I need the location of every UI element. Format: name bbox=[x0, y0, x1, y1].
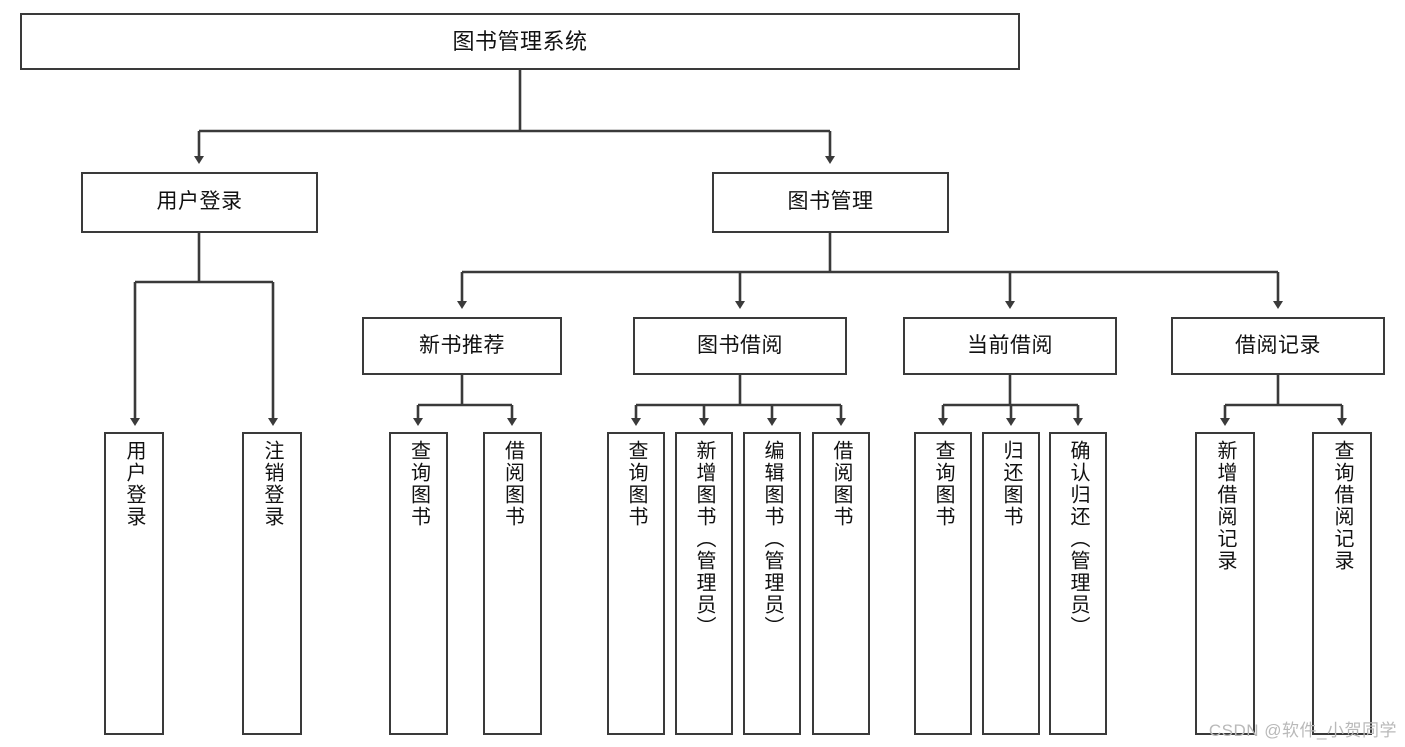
node-label: 编辑图书（管理员） bbox=[761, 440, 783, 638]
leaf-query-book-current[interactable]: 查询图书 bbox=[914, 432, 972, 735]
node-label: 查询图书 bbox=[625, 440, 647, 528]
node-label: 注销登录 bbox=[261, 440, 283, 528]
leaf-logout[interactable]: 注销登录 bbox=[242, 432, 302, 735]
node-label: 借阅图书 bbox=[830, 440, 852, 528]
node-label: 查询借阅记录 bbox=[1331, 440, 1353, 572]
node-label: 当前借阅 bbox=[967, 333, 1053, 357]
leaf-query-book-recommend[interactable]: 查询图书 bbox=[389, 432, 448, 735]
node-new-book-recommend[interactable]: 新书推荐 bbox=[362, 317, 562, 375]
leaf-add-book-admin[interactable]: 新增图书（管理员） bbox=[675, 432, 733, 735]
watermark: CSDN @软件_小贺同学 bbox=[1208, 721, 1397, 740]
node-label: 归还图书 bbox=[1000, 440, 1022, 528]
node-label: 新增图书（管理员） bbox=[693, 440, 715, 638]
node-user-login[interactable]: 用户登录 bbox=[81, 172, 318, 233]
leaf-add-borrow-record[interactable]: 新增借阅记录 bbox=[1195, 432, 1255, 735]
leaf-borrow-book[interactable]: 借阅图书 bbox=[812, 432, 870, 735]
node-label: 新增借阅记录 bbox=[1214, 440, 1236, 572]
node-label: 用户登录 bbox=[123, 440, 145, 528]
node-label: 图书管理 bbox=[787, 190, 874, 214]
node-label: 查询图书 bbox=[407, 440, 430, 528]
node-label: 用户登录 bbox=[156, 190, 243, 214]
node-book-borrow[interactable]: 图书借阅 bbox=[633, 317, 847, 375]
node-borrow-record[interactable]: 借阅记录 bbox=[1171, 317, 1385, 375]
leaf-user-login[interactable]: 用户登录 bbox=[104, 432, 164, 735]
leaf-query-borrow-record[interactable]: 查询借阅记录 bbox=[1312, 432, 1372, 735]
node-label: 新书推荐 bbox=[419, 333, 505, 357]
node-label: 借阅记录 bbox=[1235, 333, 1321, 357]
node-label: 确认归还（管理员） bbox=[1067, 440, 1089, 638]
leaf-confirm-return-admin[interactable]: 确认归还（管理员） bbox=[1049, 432, 1107, 735]
leaf-borrow-book-recommend[interactable]: 借阅图书 bbox=[483, 432, 542, 735]
node-root-system[interactable]: 图书管理系统 bbox=[20, 13, 1020, 70]
leaf-edit-book-admin[interactable]: 编辑图书（管理员） bbox=[743, 432, 801, 735]
node-label: 查询图书 bbox=[932, 440, 954, 528]
node-label: 图书借阅 bbox=[697, 333, 783, 357]
node-current-borrow[interactable]: 当前借阅 bbox=[903, 317, 1117, 375]
leaf-query-book-borrow[interactable]: 查询图书 bbox=[607, 432, 665, 735]
node-label: 图书管理系统 bbox=[452, 28, 588, 54]
leaf-return-book[interactable]: 归还图书 bbox=[982, 432, 1040, 735]
node-book-management[interactable]: 图书管理 bbox=[712, 172, 949, 233]
node-label: 借阅图书 bbox=[501, 440, 524, 528]
